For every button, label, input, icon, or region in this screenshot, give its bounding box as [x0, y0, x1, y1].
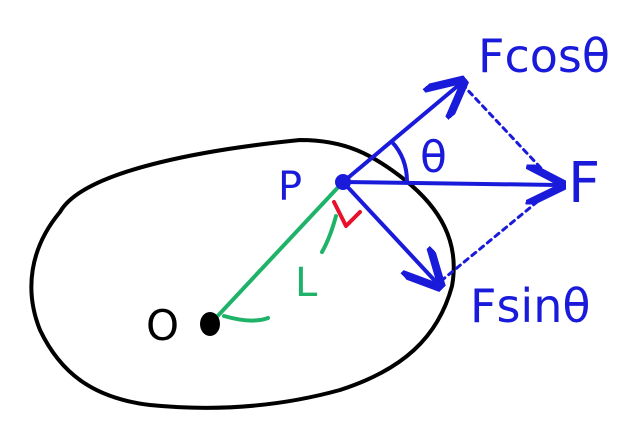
- force-f-label: F: [568, 151, 600, 216]
- lever-arm-curve: [222, 314, 270, 323]
- origin-point: [200, 312, 220, 336]
- fsin-label: Fsinθ: [470, 279, 591, 333]
- fcos-label: Fcosθ: [478, 29, 610, 83]
- fsin-component-arrow: [341, 180, 437, 283]
- dashed-line-upper: [460, 82, 556, 184]
- point-p-label: P: [278, 164, 302, 210]
- lever-arm-tick: [320, 214, 338, 254]
- dashed-line-lower: [439, 186, 556, 283]
- fcos-component-arrow: [341, 84, 460, 184]
- force-f-arrow: [341, 182, 558, 185]
- angle-label: θ: [420, 132, 447, 183]
- right-angle-mark: [332, 200, 362, 228]
- lever-arm-line: [210, 180, 345, 324]
- angle-arc: [390, 140, 409, 184]
- lever-arm-label: L: [295, 260, 318, 306]
- origin-label: O: [146, 301, 179, 350]
- rigid-body-outline: [29, 138, 456, 410]
